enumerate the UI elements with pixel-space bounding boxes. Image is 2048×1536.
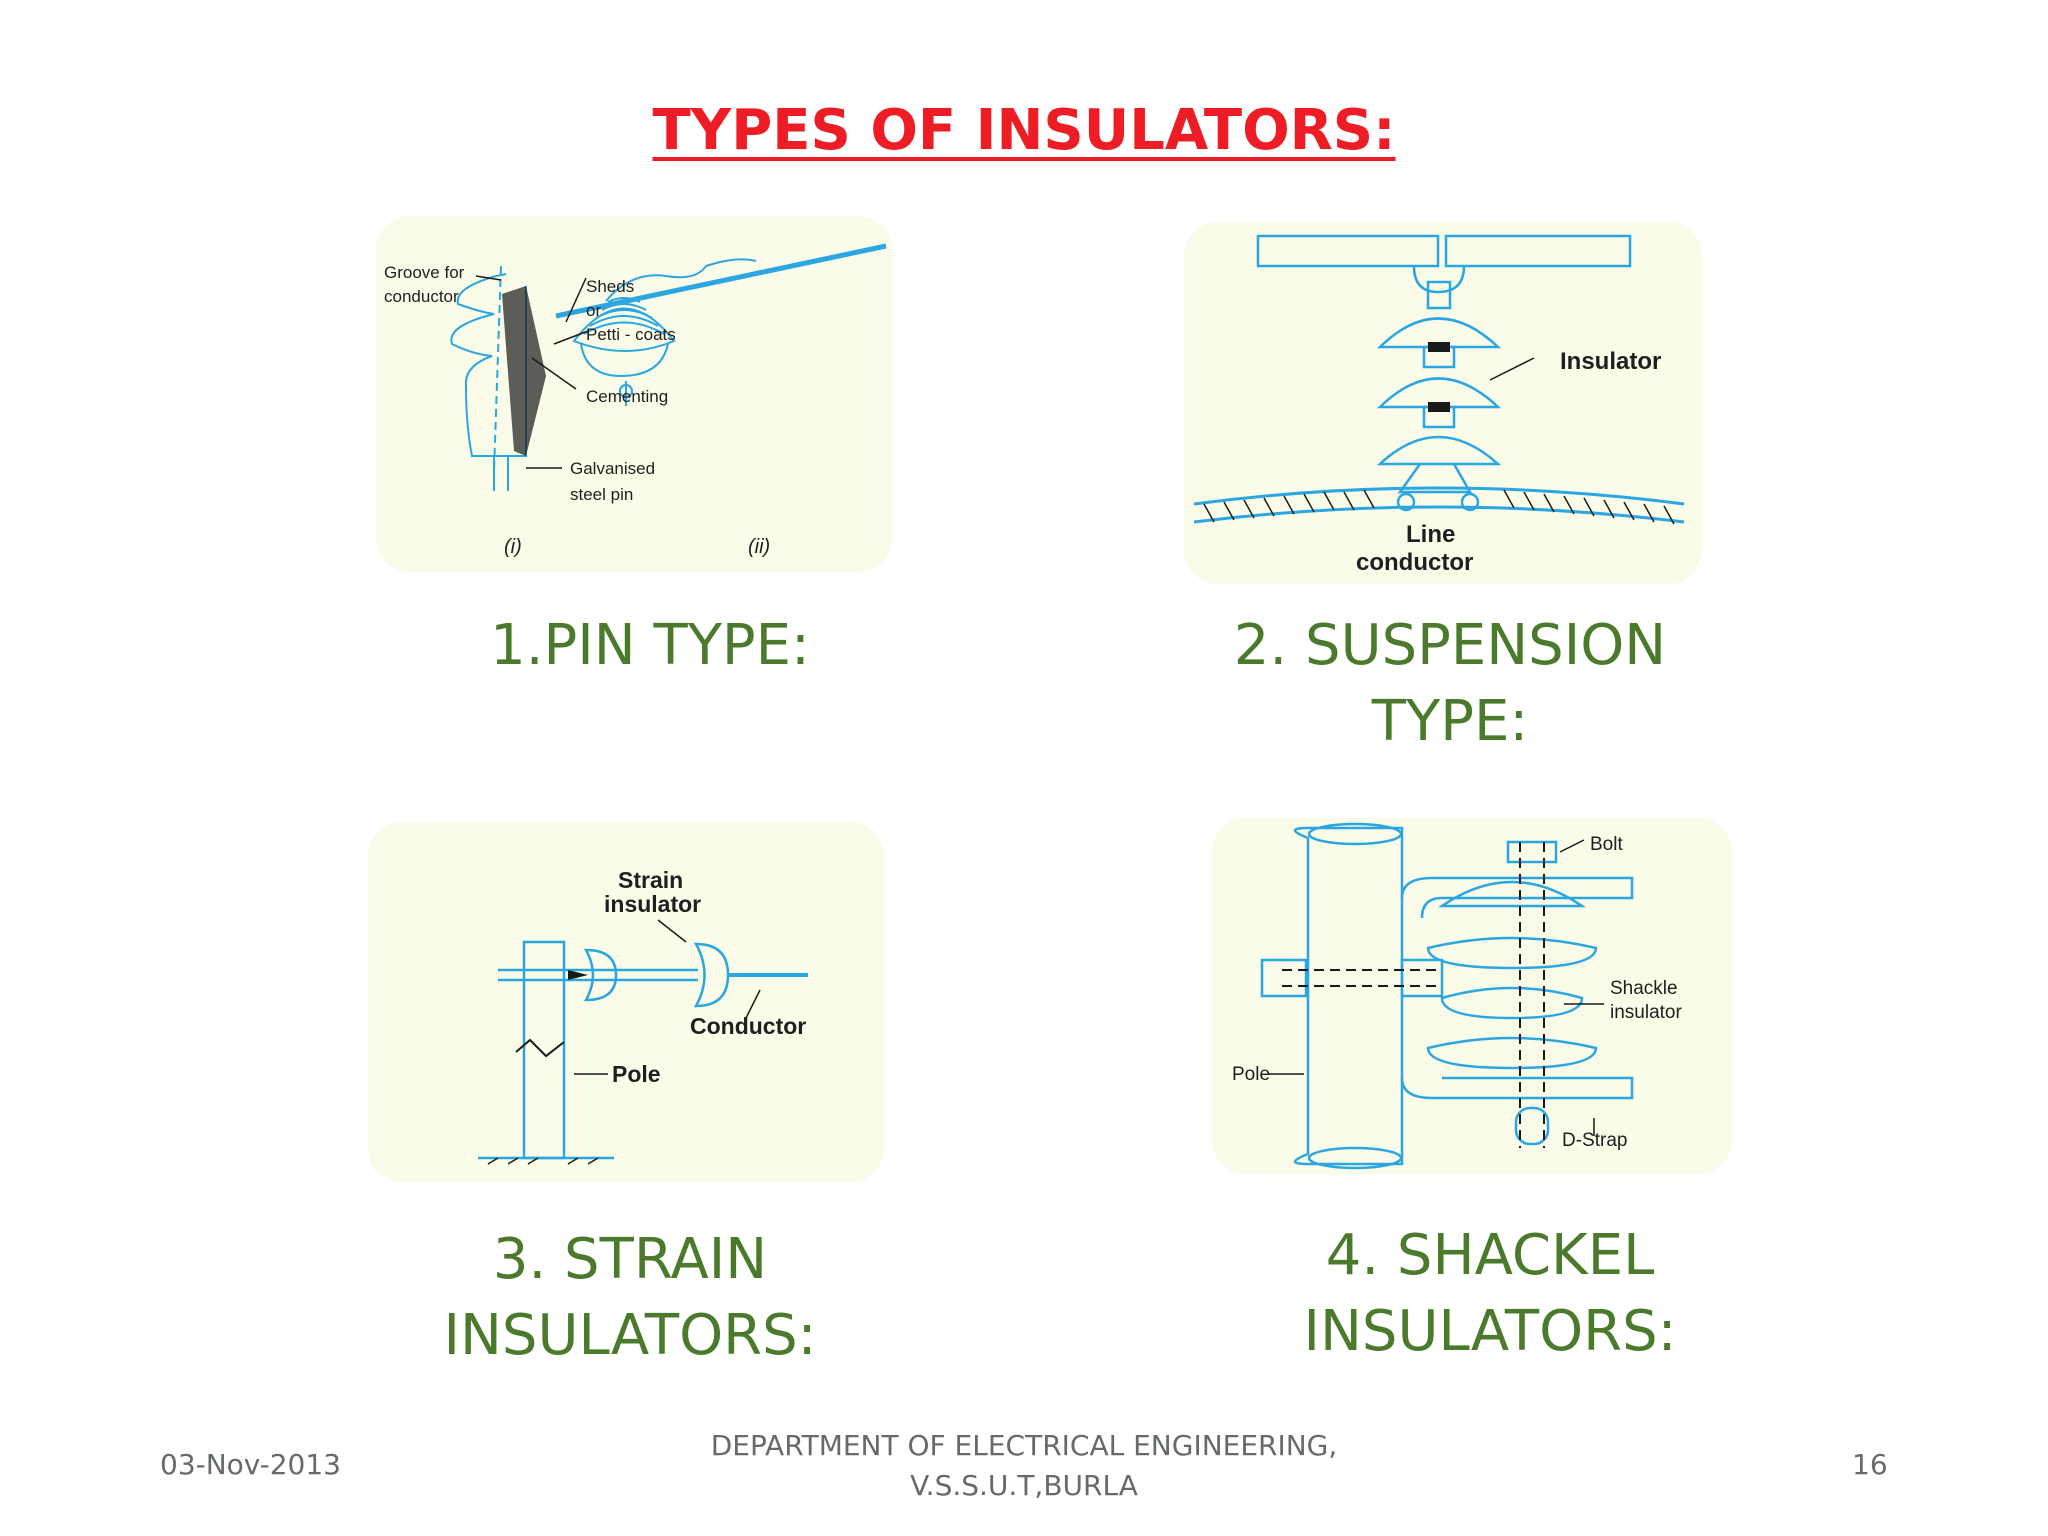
label-conductor: Conductor (690, 1013, 806, 1039)
caption-strain-insulators: 3. STRAIN INSULATORS: (380, 1222, 880, 1374)
label-pole: Pole (612, 1061, 661, 1087)
footer-department: DEPARTMENT OF ELECTRICAL ENGINEERING, V.… (624, 1426, 1424, 1506)
label-or: or (586, 301, 601, 320)
label-d-strap: D-Strap (1562, 1130, 1627, 1151)
label-shackle: Shackle (1610, 978, 1678, 999)
caption-strain-line1: 3. STRAIN (492, 1227, 768, 1292)
label-pole: Pole (1232, 1064, 1270, 1085)
label-steel-pin: steel pin (570, 485, 633, 504)
label-bolt: Bolt (1590, 834, 1623, 855)
slide-title: TYPES OF INSULATORS: (652, 98, 1396, 163)
shackle-insulator-diagram: Bolt Shackle insulator Pole D-Strap (1212, 818, 1732, 1174)
caption-suspension-line2: TYPE: (1371, 689, 1529, 754)
caption-shackel-line1: 4. SHACKEL (1325, 1223, 1655, 1288)
caption-pin-type-text: 1.PIN TYPE: (490, 613, 810, 678)
label-cementing: Cementing (586, 387, 668, 406)
caption-shackel-insulators: 4. SHACKEL INSULATORS: (1230, 1218, 1750, 1370)
footer-department-line1: DEPARTMENT OF ELECTRICAL ENGINEERING, (710, 1429, 1338, 1462)
footer-page-number: 16 (1852, 1448, 1888, 1481)
label-strain: Strain (618, 867, 683, 893)
label-groove-conductor: conductor (384, 287, 459, 306)
footer-department-line2: V.S.S.U.T,BURLA (910, 1469, 1138, 1502)
label-sheds: Sheds (586, 277, 634, 296)
pin-insulator-diagram: Groove for conductor Sheds or Petti - co… (376, 216, 892, 572)
caption-shackel-line2: INSULATORS: (1303, 1299, 1677, 1364)
label-strain-insulator: insulator (604, 891, 701, 917)
label-fig-i: (i) (504, 536, 522, 558)
label-shackle-insulator: insulator (1610, 1002, 1682, 1023)
strain-insulator-diagram: Strain insulator Conductor Pole (368, 822, 884, 1182)
suspension-insulator-diagram: Insulator Line conductor (1184, 222, 1702, 584)
label-galvanised: Galvanised (570, 459, 655, 478)
caption-strain-line2: INSULATORS: (443, 1303, 817, 1368)
label-groove: Groove for (384, 263, 465, 282)
caption-pin-type: 1.PIN TYPE: (440, 608, 860, 684)
label-insulator: Insulator (1560, 348, 1661, 375)
label-fig-ii: (ii) (748, 536, 770, 558)
label-line: Line (1406, 521, 1455, 548)
label-line-conductor: conductor (1356, 549, 1473, 576)
label-petti-coats: Petti - coats (586, 325, 676, 344)
footer-date: 03-Nov-2013 (160, 1448, 341, 1481)
caption-suspension-line1: 2. SUSPENSION (1233, 613, 1667, 678)
caption-suspension-type: 2. SUSPENSION TYPE: (1180, 608, 1720, 760)
